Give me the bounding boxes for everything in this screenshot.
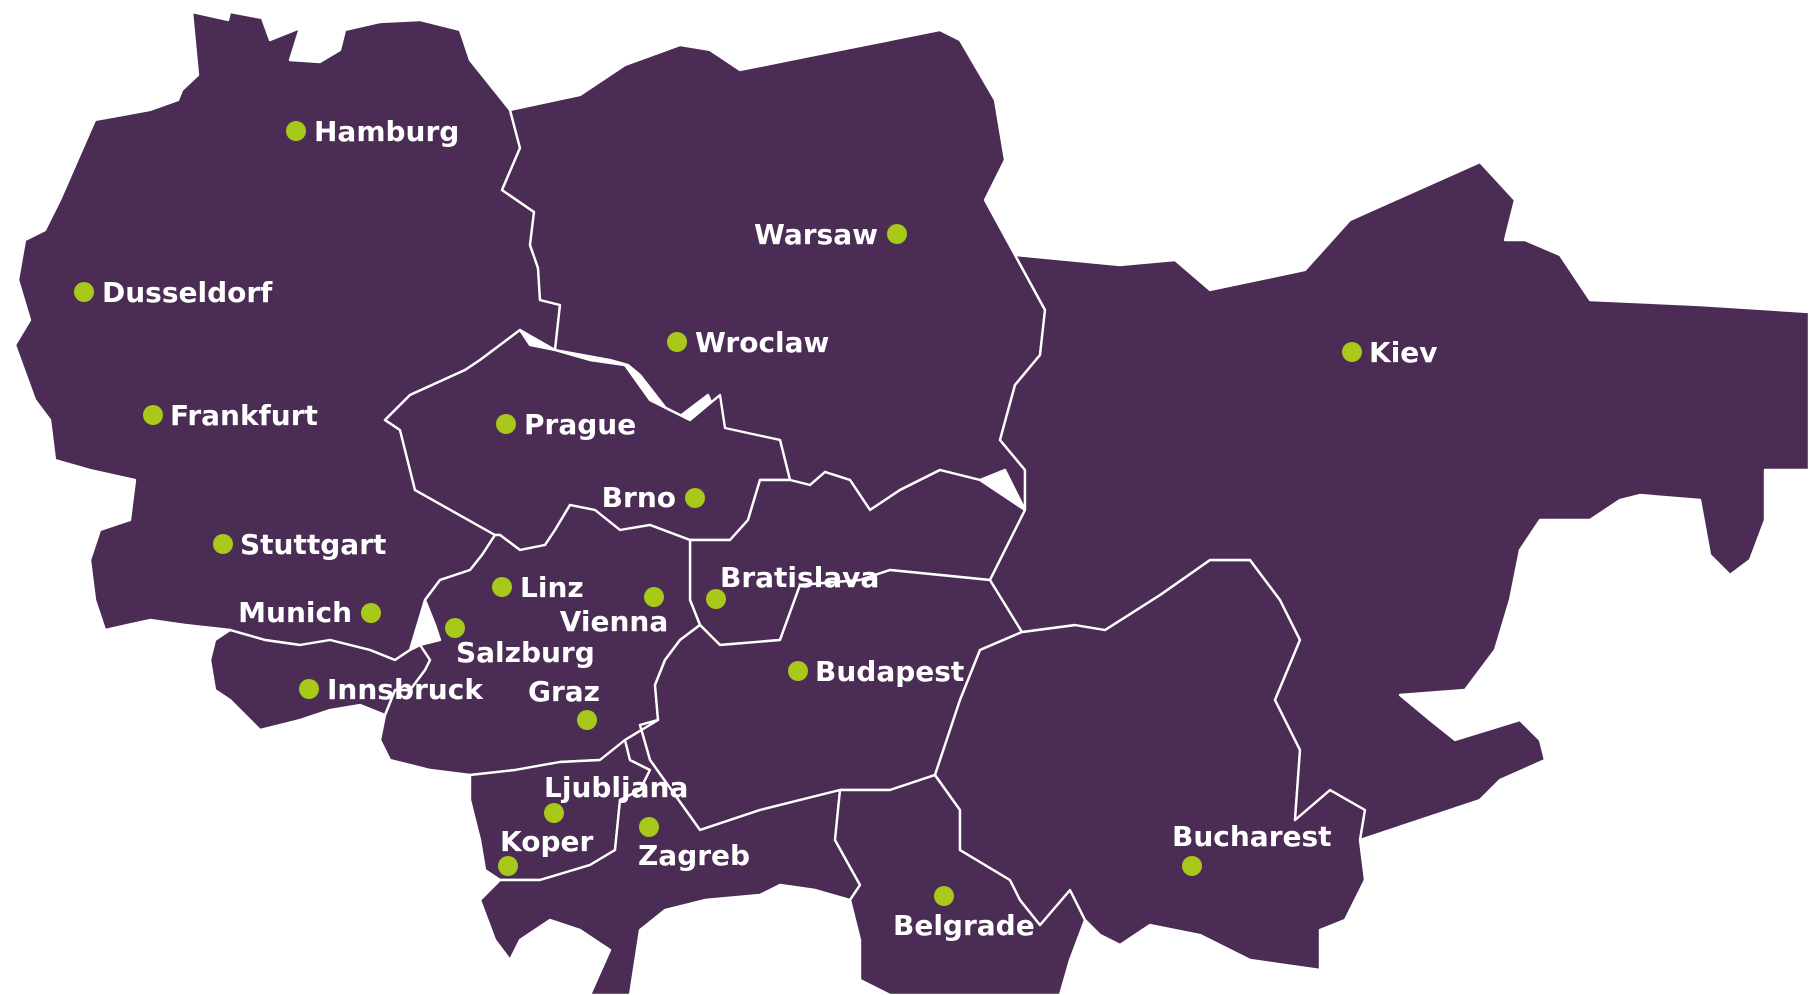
city-prague: Prague [496, 408, 636, 441]
marker-dot-budapest [788, 661, 808, 681]
marker-dot-salzburg [445, 618, 465, 638]
city-label-linz: Linz [520, 571, 584, 604]
city-label-kiev: Kiev [1369, 336, 1438, 369]
marker-dot-wroclaw [667, 332, 687, 352]
city-label-zagreb: Zagreb [638, 839, 750, 872]
marker-dot-brno [685, 488, 705, 508]
city-label-innsbruck: Innsbruck [327, 673, 484, 706]
city-label-koper: Koper [500, 825, 593, 858]
city-innsbruck: Innsbruck [299, 673, 484, 706]
city-bratislava: Bratislava [706, 561, 879, 609]
city-hamburg: Hamburg [286, 115, 459, 148]
city-zagreb: Zagreb [638, 817, 750, 872]
city-label-wroclaw: Wroclaw [695, 326, 829, 359]
city-stuttgart: Stuttgart [213, 528, 386, 561]
city-linz: Linz [492, 571, 584, 604]
city-vienna: Vienna [560, 587, 669, 638]
city-label-salzburg: Salzburg [456, 636, 595, 669]
city-label-hamburg: Hamburg [314, 115, 459, 148]
city-label-budapest: Budapest [815, 655, 964, 688]
marker-dot-kiev [1342, 342, 1362, 362]
city-graz: Graz [528, 675, 600, 730]
marker-dot-innsbruck [299, 679, 319, 699]
city-label-dusseldorf: Dusseldorf [102, 276, 273, 309]
marker-dot-warsaw [887, 224, 907, 244]
marker-dot-frankfurt [143, 405, 163, 425]
city-label-stuttgart: Stuttgart [240, 528, 386, 561]
marker-dot-hamburg [286, 121, 306, 141]
marker-dot-koper [498, 856, 518, 876]
city-label-frankfurt: Frankfurt [170, 399, 318, 432]
country-switzerland [208, 628, 432, 732]
city-brno: Brno [602, 481, 705, 514]
city-budapest: Budapest [788, 655, 964, 688]
city-label-bratislava: Bratislava [720, 561, 879, 594]
city-ljubljana: Ljubljana [544, 771, 688, 823]
marker-dot-bratislava [706, 589, 726, 609]
city-munich: Munich [238, 596, 381, 629]
city-label-brno: Brno [602, 481, 676, 514]
city-warsaw: Warsaw [754, 218, 907, 251]
marker-dot-vienna [644, 587, 664, 607]
marker-dot-prague [496, 414, 516, 434]
marker-dot-zagreb [639, 817, 659, 837]
city-label-munich: Munich [238, 596, 352, 629]
marker-dot-graz [577, 710, 597, 730]
country-ukraine [988, 160, 1809, 842]
city-label-warsaw: Warsaw [754, 218, 878, 251]
city-label-graz: Graz [528, 675, 600, 708]
city-koper: Koper [498, 825, 593, 876]
city-frankfurt: Frankfurt [143, 399, 318, 432]
city-label-vienna: Vienna [560, 605, 669, 638]
marker-dot-bucharest [1182, 856, 1202, 876]
marker-dot-belgrade [934, 886, 954, 906]
city-salzburg: Salzburg [445, 618, 595, 669]
country-croatia [478, 718, 862, 995]
marker-dot-stuttgart [213, 534, 233, 554]
marker-dot-ljubljana [544, 803, 564, 823]
marker-dot-dusseldorf [74, 282, 94, 302]
marker-dot-linz [492, 577, 512, 597]
city-bucharest: Bucharest [1172, 820, 1332, 876]
city-label-ljubljana: Ljubljana [544, 771, 688, 804]
city-dusseldorf: Dusseldorf [74, 276, 273, 309]
city-belgrade: Belgrade [893, 886, 1035, 942]
city-wroclaw: Wroclaw [667, 326, 829, 359]
city-label-bucharest: Bucharest [1172, 820, 1332, 853]
city-label-prague: Prague [524, 408, 636, 441]
city-label-belgrade: Belgrade [893, 909, 1035, 942]
city-kiev: Kiev [1342, 336, 1438, 369]
marker-dot-munich [361, 603, 381, 623]
